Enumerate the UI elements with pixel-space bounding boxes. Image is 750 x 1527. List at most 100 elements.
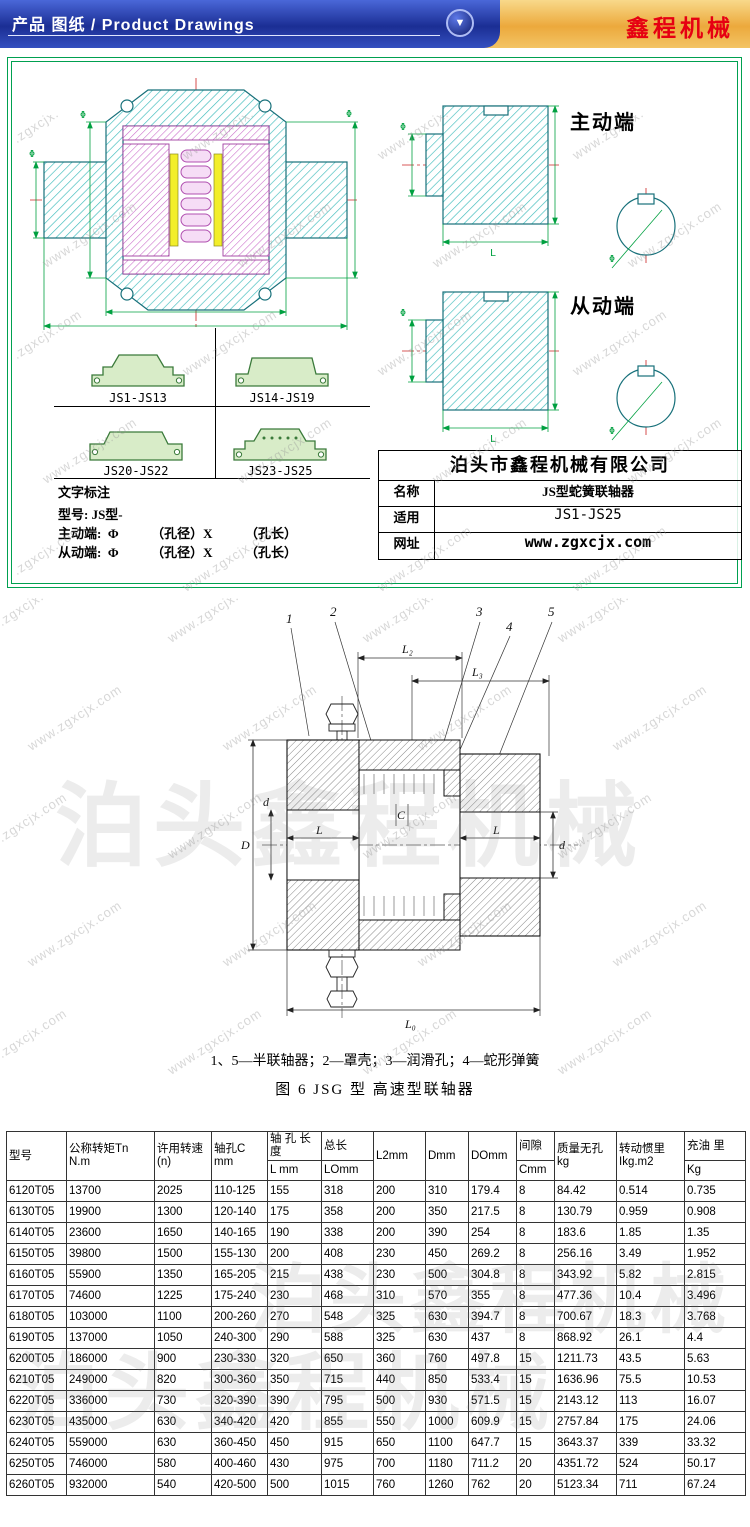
table-cell: 8	[516, 1222, 555, 1245]
cover-profile-js1-js13	[91, 354, 185, 387]
table-cell: 609.9	[468, 1411, 517, 1434]
table-cell: 1300	[154, 1201, 212, 1224]
table-cell: 339	[616, 1432, 685, 1455]
header-row-1: 型号 公称转矩Tn N.m 许用转速 (n) 轴孔C mm 轴 孔 长 度 总长…	[6, 1130, 746, 1182]
table-cell: 290	[267, 1327, 322, 1350]
table-cell: 500	[425, 1264, 469, 1287]
table-cell: 3643.37	[554, 1432, 617, 1455]
table-cell: 240-300	[211, 1327, 268, 1350]
table-cell: 1180	[425, 1453, 469, 1476]
sub-header-c: Cmm	[516, 1160, 555, 1182]
table-cell: 215	[267, 1264, 322, 1287]
table-cell: 500	[267, 1474, 322, 1497]
callout-5: 5	[548, 604, 555, 619]
table-cell: 932000	[66, 1474, 155, 1497]
table-cell: 355	[468, 1285, 517, 1308]
table-cell: 343.92	[554, 1264, 617, 1287]
annotation-driven: 从动端: Φ （孔径）X （孔长）	[58, 545, 297, 560]
table-cell: 200-260	[211, 1306, 268, 1329]
brand-logo-text: 鑫程机械	[626, 15, 734, 41]
table-cell: 16.07	[684, 1390, 746, 1413]
table-cell: 1650	[154, 1222, 212, 1245]
table-cell: 1.85	[616, 1222, 685, 1245]
table-cell: 120-140	[211, 1201, 268, 1224]
table-cell: 24.06	[684, 1411, 746, 1434]
table-cell: 13700	[66, 1180, 155, 1203]
table-cell: 630	[154, 1411, 212, 1434]
page-title: 产品 图纸 / Product Drawings	[12, 17, 255, 34]
table-cell: 103000	[66, 1306, 155, 1329]
table-cell: 1260	[425, 1474, 469, 1497]
phi-dim-label: Φ	[29, 149, 35, 160]
col-header-l2: L2mm	[373, 1130, 426, 1182]
table-cell: 360-450	[211, 1432, 268, 1455]
table-cell: 23600	[66, 1222, 155, 1245]
table-cell: 559000	[66, 1432, 155, 1455]
callout-2: 2	[330, 604, 337, 619]
table-cell: 140-165	[211, 1222, 268, 1245]
table-cell: 84.42	[554, 1180, 617, 1203]
table-cell: 340-420	[211, 1411, 268, 1434]
table-cell: 400-460	[211, 1453, 268, 1476]
table-cell: 497.8	[468, 1348, 517, 1371]
table-cell: 190	[267, 1222, 322, 1245]
table-cell: 26.1	[616, 1327, 685, 1350]
table-cell: 524	[616, 1453, 685, 1476]
table-cell: 6210T05	[6, 1369, 67, 1392]
table-cell: 390	[425, 1222, 469, 1245]
table-cell: 0.908	[684, 1201, 746, 1224]
table-cell: 3.49	[616, 1243, 685, 1266]
table-cell: 408	[321, 1243, 374, 1266]
table-cell: 1100	[425, 1432, 469, 1455]
table-cell: 1100	[154, 1306, 212, 1329]
table-cell: 5.63	[684, 1348, 746, 1371]
table-cell: 3.496	[684, 1285, 746, 1308]
hub-end-view-driven: Φ	[609, 360, 676, 441]
table-cell: 1.952	[684, 1243, 746, 1266]
table-cell: 0.959	[616, 1201, 685, 1224]
table-cell: 10.4	[616, 1285, 685, 1308]
table-cell: 2.815	[684, 1264, 746, 1287]
table-cell: 930	[425, 1390, 469, 1413]
table-cell: 33.32	[684, 1432, 746, 1455]
page-header: 产品 图纸 / Product Drawings ▼ 鑫程机械	[0, 0, 750, 48]
table-cell: 175-240	[211, 1285, 268, 1308]
col-header-oil: 充油 里	[684, 1130, 746, 1162]
table-cell: 440	[373, 1369, 426, 1392]
table-cell: 730	[154, 1390, 212, 1413]
table-cell: 762	[468, 1474, 517, 1497]
table-cell: 820	[154, 1369, 212, 1392]
col-header-speed: 许用转速 (n)	[154, 1130, 212, 1182]
table-cell: 183.6	[554, 1222, 617, 1245]
col-header-d: Dmm	[425, 1130, 469, 1182]
dim-c: C	[397, 808, 406, 822]
hub-end-view-driving: Φ	[609, 188, 676, 269]
table-cell: 8	[516, 1180, 555, 1203]
profile-grid-hline	[54, 478, 370, 479]
table-cell: 200	[373, 1180, 426, 1203]
dim-D: D	[240, 838, 250, 852]
col-header-inertia: 转动惯里 Ikg.m2	[616, 1130, 685, 1182]
table-cell: 50.17	[684, 1453, 746, 1476]
table-cell: 15	[516, 1390, 555, 1413]
table-cell: 67.24	[684, 1474, 746, 1497]
table-cell: 533.4	[468, 1369, 517, 1392]
table-cell: 746000	[66, 1453, 155, 1476]
table-cell: 15	[516, 1369, 555, 1392]
table-cell: 130.79	[554, 1201, 617, 1224]
driven-end-label: 从动端	[570, 296, 636, 318]
table-cell: 6160T05	[6, 1264, 67, 1287]
table-cell: 1350	[154, 1264, 212, 1287]
company-info-table: 泊头市鑫程机械有限公司 名称 JS型蛇簧联轴器 适用 JS1-JS25 网址 w…	[378, 450, 742, 560]
phi-dim-label: Φ	[400, 122, 406, 133]
profile-range-label: JS23-JS25	[247, 464, 313, 478]
table-cell: 6140T05	[6, 1222, 67, 1245]
table-cell: 304.8	[468, 1264, 517, 1287]
table-cell: 249000	[66, 1369, 155, 1392]
table-cell: 74600	[66, 1285, 155, 1308]
table-cell: 700.67	[554, 1306, 617, 1329]
